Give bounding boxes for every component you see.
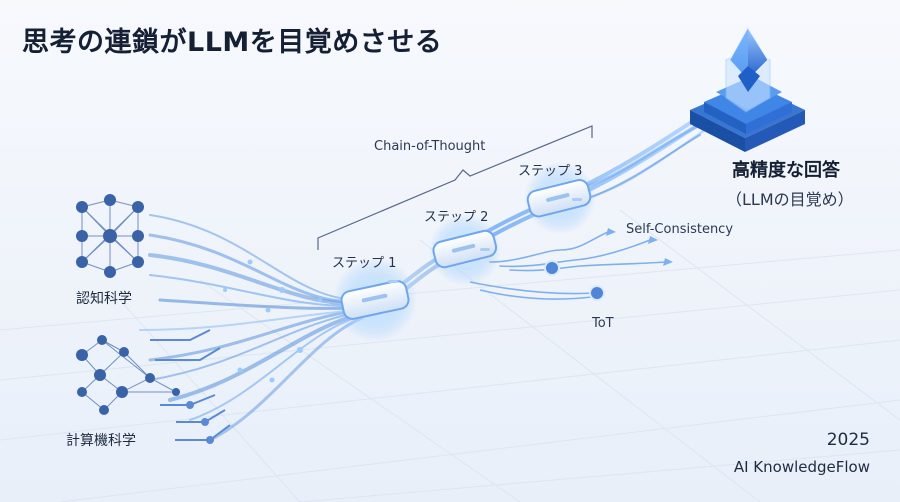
crystal-pyramid-icon: [690, 27, 805, 152]
data-bars: [388, 198, 582, 283]
brand-label: AI KnowledgeFlow: [733, 458, 870, 476]
step2-chip: [432, 229, 498, 269]
circuit-network-nodes: [76, 335, 180, 415]
flow-dots: [223, 259, 322, 383]
arrow-head: [663, 258, 673, 266]
tot-label: ToT: [592, 316, 614, 331]
answer-title: 高精度な回答: [732, 160, 840, 181]
self-consistency-branch: [489, 231, 666, 272]
self-consistency-label: Self-Consistency: [626, 222, 734, 237]
answer-subtitle: （LLMの目覚め）: [726, 190, 854, 209]
year-label: 2025: [826, 430, 870, 450]
neural-network-nodes: [76, 194, 144, 278]
chain-bracket: [317, 125, 593, 250]
page-title: 思考の連鎖がLLMを目覚めさせる: [22, 27, 443, 58]
computer-science-label: 計算機科学: [66, 433, 136, 449]
tot-node: [589, 285, 605, 301]
flow-strands: [139, 214, 364, 442]
trace-nodes: [186, 401, 214, 444]
arrow-head: [648, 236, 658, 244]
step1-chip: [340, 280, 410, 320]
chain-of-thought-label: Chain-of-Thought: [374, 139, 486, 154]
cognitive-science-label: 認知科学: [76, 291, 132, 307]
step-3-label: ステップ 3: [518, 164, 583, 179]
branch-node: [544, 260, 560, 276]
step-1-label: ステップ 1: [332, 256, 397, 271]
tot-branch: [469, 281, 601, 300]
step3-chip: [526, 179, 592, 218]
step-2-label: ステップ 2: [424, 210, 489, 225]
arrow-head: [606, 228, 616, 236]
